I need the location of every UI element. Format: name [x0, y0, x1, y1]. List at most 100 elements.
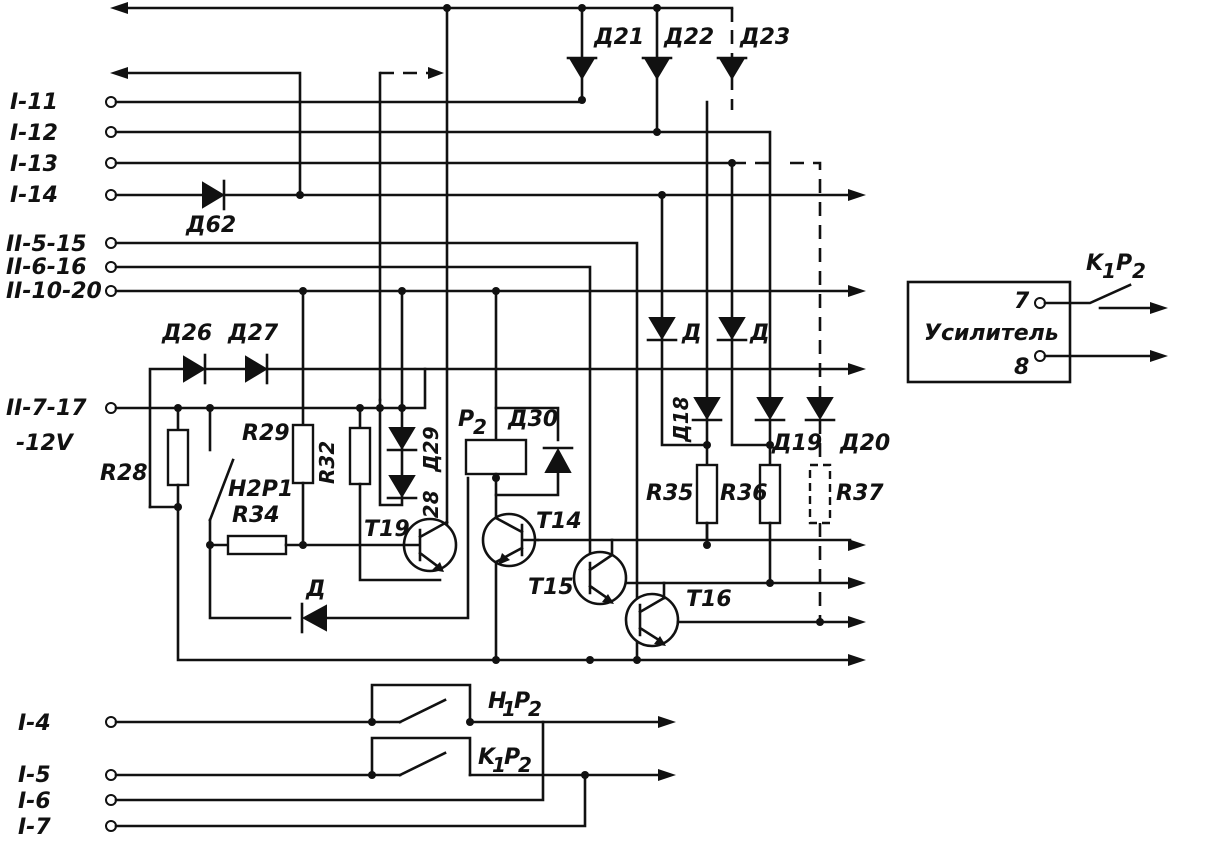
contact-h1p2-mid: P: [514, 689, 530, 714]
label-d: Д: [749, 321, 770, 346]
diode-d27: [245, 355, 268, 383]
diode-d29: [388, 427, 416, 450]
terminal: [105, 157, 117, 169]
diode-d28: [388, 475, 416, 498]
terminal-label: I-12: [10, 121, 58, 146]
amplifier-pin7: 7: [1014, 289, 1030, 314]
terminal: [105, 820, 117, 832]
diode-d26: [183, 355, 206, 383]
amp-contact-sub2: 2: [1132, 259, 1146, 283]
label-d62: Д62: [185, 213, 236, 238]
diode-d62: [202, 181, 225, 209]
label-t14: T14: [536, 509, 582, 534]
contact-h1p2-sub1: 1: [502, 697, 516, 721]
contact-k1p2-sub1: 1: [492, 753, 506, 777]
resistor-r34: [226, 534, 288, 556]
amplifier: Усилитель 7 8 K 1 P 2: [906, 251, 1168, 384]
transistor-t16: T16: [624, 581, 866, 648]
resistor-r32: [348, 426, 372, 486]
label-d19: Д19: [771, 431, 822, 456]
relay-label-sub: 2: [473, 415, 487, 439]
transistor-t19: T19: [364, 517, 458, 573]
bottom-section: I-4 H 1 P 2 I-5 K 1 P 2 I-6 I-7: [18, 683, 676, 840]
label-r37: R37: [836, 481, 884, 506]
terminal-label: I-4: [18, 711, 51, 736]
diode-d18: [693, 397, 721, 420]
resistor-r29: [291, 423, 315, 485]
label-t16: T16: [686, 587, 732, 612]
label-d26: Д26: [161, 321, 212, 346]
diode-d: [301, 604, 327, 632]
h2p1-branch: H2P1 R34 Д: [208, 406, 470, 634]
terminal: [105, 794, 117, 806]
transistor-t15: T15: [528, 538, 866, 606]
diode-group-top: Д21 Д22 Д23: [566, 6, 790, 134]
terminal-label: II-6-16: [6, 255, 87, 280]
terminal-label: I-13: [10, 152, 58, 177]
label-d29: Д29: [419, 426, 443, 473]
resistor-r37: [808, 463, 832, 525]
r28-branch: R28: [100, 406, 866, 666]
terminal: [1034, 350, 1046, 362]
terminal: [105, 261, 117, 273]
inputs-top: I-11 I-12 I-13 I-14 Д62: [10, 90, 866, 402]
diode-d21: [568, 57, 596, 80]
terminal-label: I-14: [10, 183, 58, 208]
inputs-mid: II-5-15 II-6-16 II-10-20: [6, 232, 866, 662]
terminal-label: I-7: [18, 815, 51, 840]
diode-d22: [643, 57, 671, 80]
contact-k1p2-sub2: 2: [518, 753, 532, 777]
relay-coil: [464, 438, 528, 476]
diode-d23: [718, 57, 746, 80]
contact-h1p2-sub2: 2: [528, 697, 542, 721]
relay-p2: P 2 Д30: [458, 406, 574, 497]
label-d18: Д18: [669, 396, 693, 443]
label-d: Д: [681, 321, 702, 346]
diode-d19: [756, 397, 784, 420]
terminal: [105, 402, 117, 414]
label-r36: R36: [720, 481, 768, 506]
terminal-label: I-11: [10, 90, 58, 115]
label-d22: Д22: [663, 25, 714, 50]
label-r28: R28: [100, 461, 148, 486]
terminal-label: II-5-15: [6, 232, 87, 257]
terminal: [105, 126, 117, 138]
label-r32: R32: [315, 441, 339, 484]
label-t15: T15: [528, 575, 574, 600]
amplifier-pin8: 8: [1014, 355, 1029, 380]
terminal-label: I-5: [18, 763, 51, 788]
terminal: [1034, 297, 1046, 309]
terminal: [105, 189, 117, 201]
label-d: Д: [305, 577, 326, 602]
relay-label: P: [458, 407, 474, 432]
junctions: [174, 4, 824, 664]
label-d21: Д21: [593, 25, 644, 50]
label-d27: Д27: [227, 321, 279, 346]
supply-terminal-label: II-7-17: [6, 396, 87, 421]
label-d20: Д20: [839, 431, 890, 456]
diode-d30: [544, 447, 572, 473]
resistor-r35: [695, 463, 719, 525]
terminal: [105, 716, 117, 728]
amp-contact-mid: P: [1116, 251, 1132, 276]
base-network: R29 R32 Д29 Д28: [242, 289, 443, 582]
contact-h1p2-main: H: [488, 689, 506, 714]
transistor-t14: T14: [481, 289, 866, 662]
label-d23: Д23: [739, 25, 790, 50]
terminal: [105, 237, 117, 249]
diode-column: Д Д18 Д Д19 Д20: [646, 100, 890, 542]
diode-d20: [806, 397, 834, 420]
amplifier-label: Усилитель: [924, 321, 1059, 346]
label-h2p1: H2P1: [228, 477, 293, 502]
terminal: [105, 96, 117, 108]
terminal-label: I-6: [18, 789, 51, 814]
label-r29: R29: [242, 421, 290, 446]
terminal-label: II-10-20: [6, 279, 102, 304]
top-bus: [110, 2, 734, 562]
diode-d: [718, 317, 746, 340]
supply-voltage-label: -12V: [16, 431, 75, 456]
diode-d: [648, 317, 676, 340]
supply-rail: Д26 Д27 II-7-17 -12V: [6, 321, 866, 509]
label-t19: T19: [364, 517, 410, 542]
